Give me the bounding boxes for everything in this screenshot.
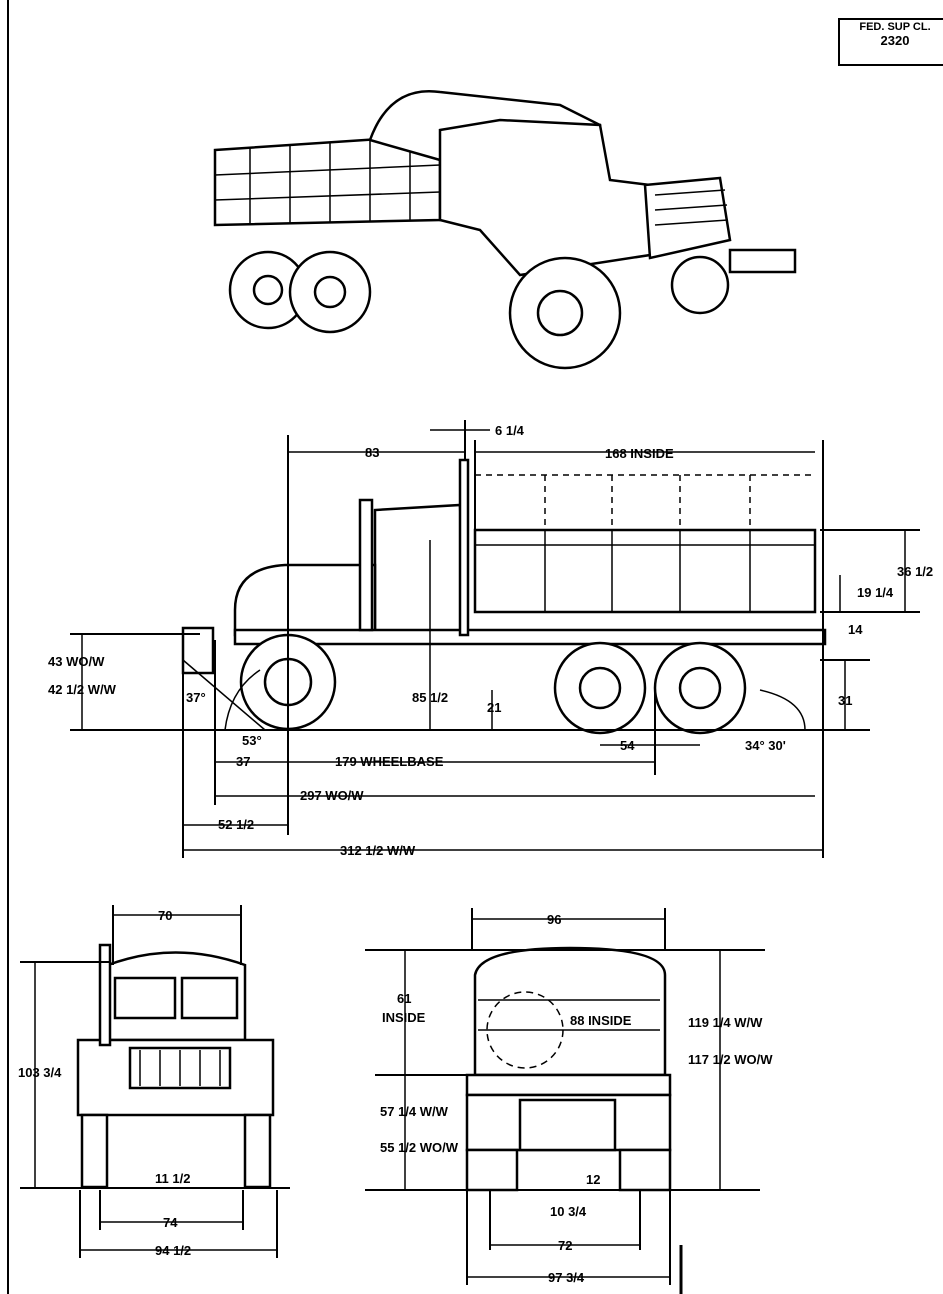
dim-61-inside-label: INSIDE <box>382 1010 426 1025</box>
dim-37-degrees: 37° <box>186 690 206 705</box>
dim-14: 14 <box>848 622 863 637</box>
dim-94-1-2: 94 1/2 <box>155 1243 191 1258</box>
dim-52-1-2: 52 1/2 <box>218 817 254 832</box>
dim-312-1-2-ww: 312 1/2 W/W <box>340 843 416 858</box>
dim-70: 70 <box>158 908 172 923</box>
dim-96: 96 <box>547 912 561 927</box>
dim-97-3-4: 97 3/4 <box>548 1270 585 1285</box>
side-view: 83 6 1/4 168 INSIDE 36 1/2 19 1/4 14 31 … <box>48 420 933 858</box>
dim-85-1-2: 85 1/2 <box>412 690 448 705</box>
supply-class-number: 2320 <box>880 33 910 48</box>
dim-57-1-4-ww: 57 1/4 W/W <box>380 1104 449 1119</box>
dim-34-30: 34° 30' <box>745 738 786 753</box>
dim-119-1-4-ww: 119 1/4 W/W <box>688 1015 763 1030</box>
dim-88-inside: 88 INSIDE <box>570 1013 632 1028</box>
dim-54: 54 <box>620 738 635 753</box>
dim-36-1-2: 36 1/2 <box>897 564 933 579</box>
dim-53-degrees: 53° <box>242 733 262 748</box>
dim-19-1-4: 19 1/4 <box>857 585 894 600</box>
dim-117-1-2-wow: 117 1/2 WO/W <box>688 1052 773 1067</box>
dim-10-3-4: 10 3/4 <box>550 1204 587 1219</box>
dim-42-1-2-ww: 42 1/2 W/W <box>48 682 117 697</box>
dim-6-1-4: 6 1/4 <box>495 423 525 438</box>
truck-perspective-illustration <box>213 89 797 370</box>
dim-61: 61 <box>397 991 411 1006</box>
dim-31: 31 <box>838 693 852 708</box>
dim-11-1-2: 11 1/2 <box>155 1171 190 1186</box>
dim-103-3-4: 103 3/4 <box>18 1065 62 1080</box>
dim-37: 37 <box>236 754 250 769</box>
dim-168-inside: 168 INSIDE <box>605 446 674 461</box>
dim-55-1-2-wow: 55 1/2 WO/W <box>380 1140 459 1155</box>
dim-12: 12 <box>586 1172 600 1187</box>
dim-wheelbase: 179 WHEELBASE <box>335 754 444 769</box>
rear-view: 96 61 INSIDE 88 INSIDE 119 1/4 W/W 117 1… <box>365 908 773 1294</box>
title-block: FED. SUP CL. 2320 <box>838 18 943 66</box>
dim-74: 74 <box>163 1215 178 1230</box>
dim-72: 72 <box>558 1238 572 1253</box>
dim-21: 21 <box>487 700 501 715</box>
front-view: 70 103 3/4 11 1/2 74 94 1/2 <box>18 905 290 1258</box>
dim-43-wow: 43 WO/W <box>48 654 105 669</box>
supply-class-label: FED. SUP CL. <box>859 21 931 33</box>
dim-297-wow: 297 WO/W <box>300 788 364 803</box>
dim-83: 83 <box>365 445 379 460</box>
